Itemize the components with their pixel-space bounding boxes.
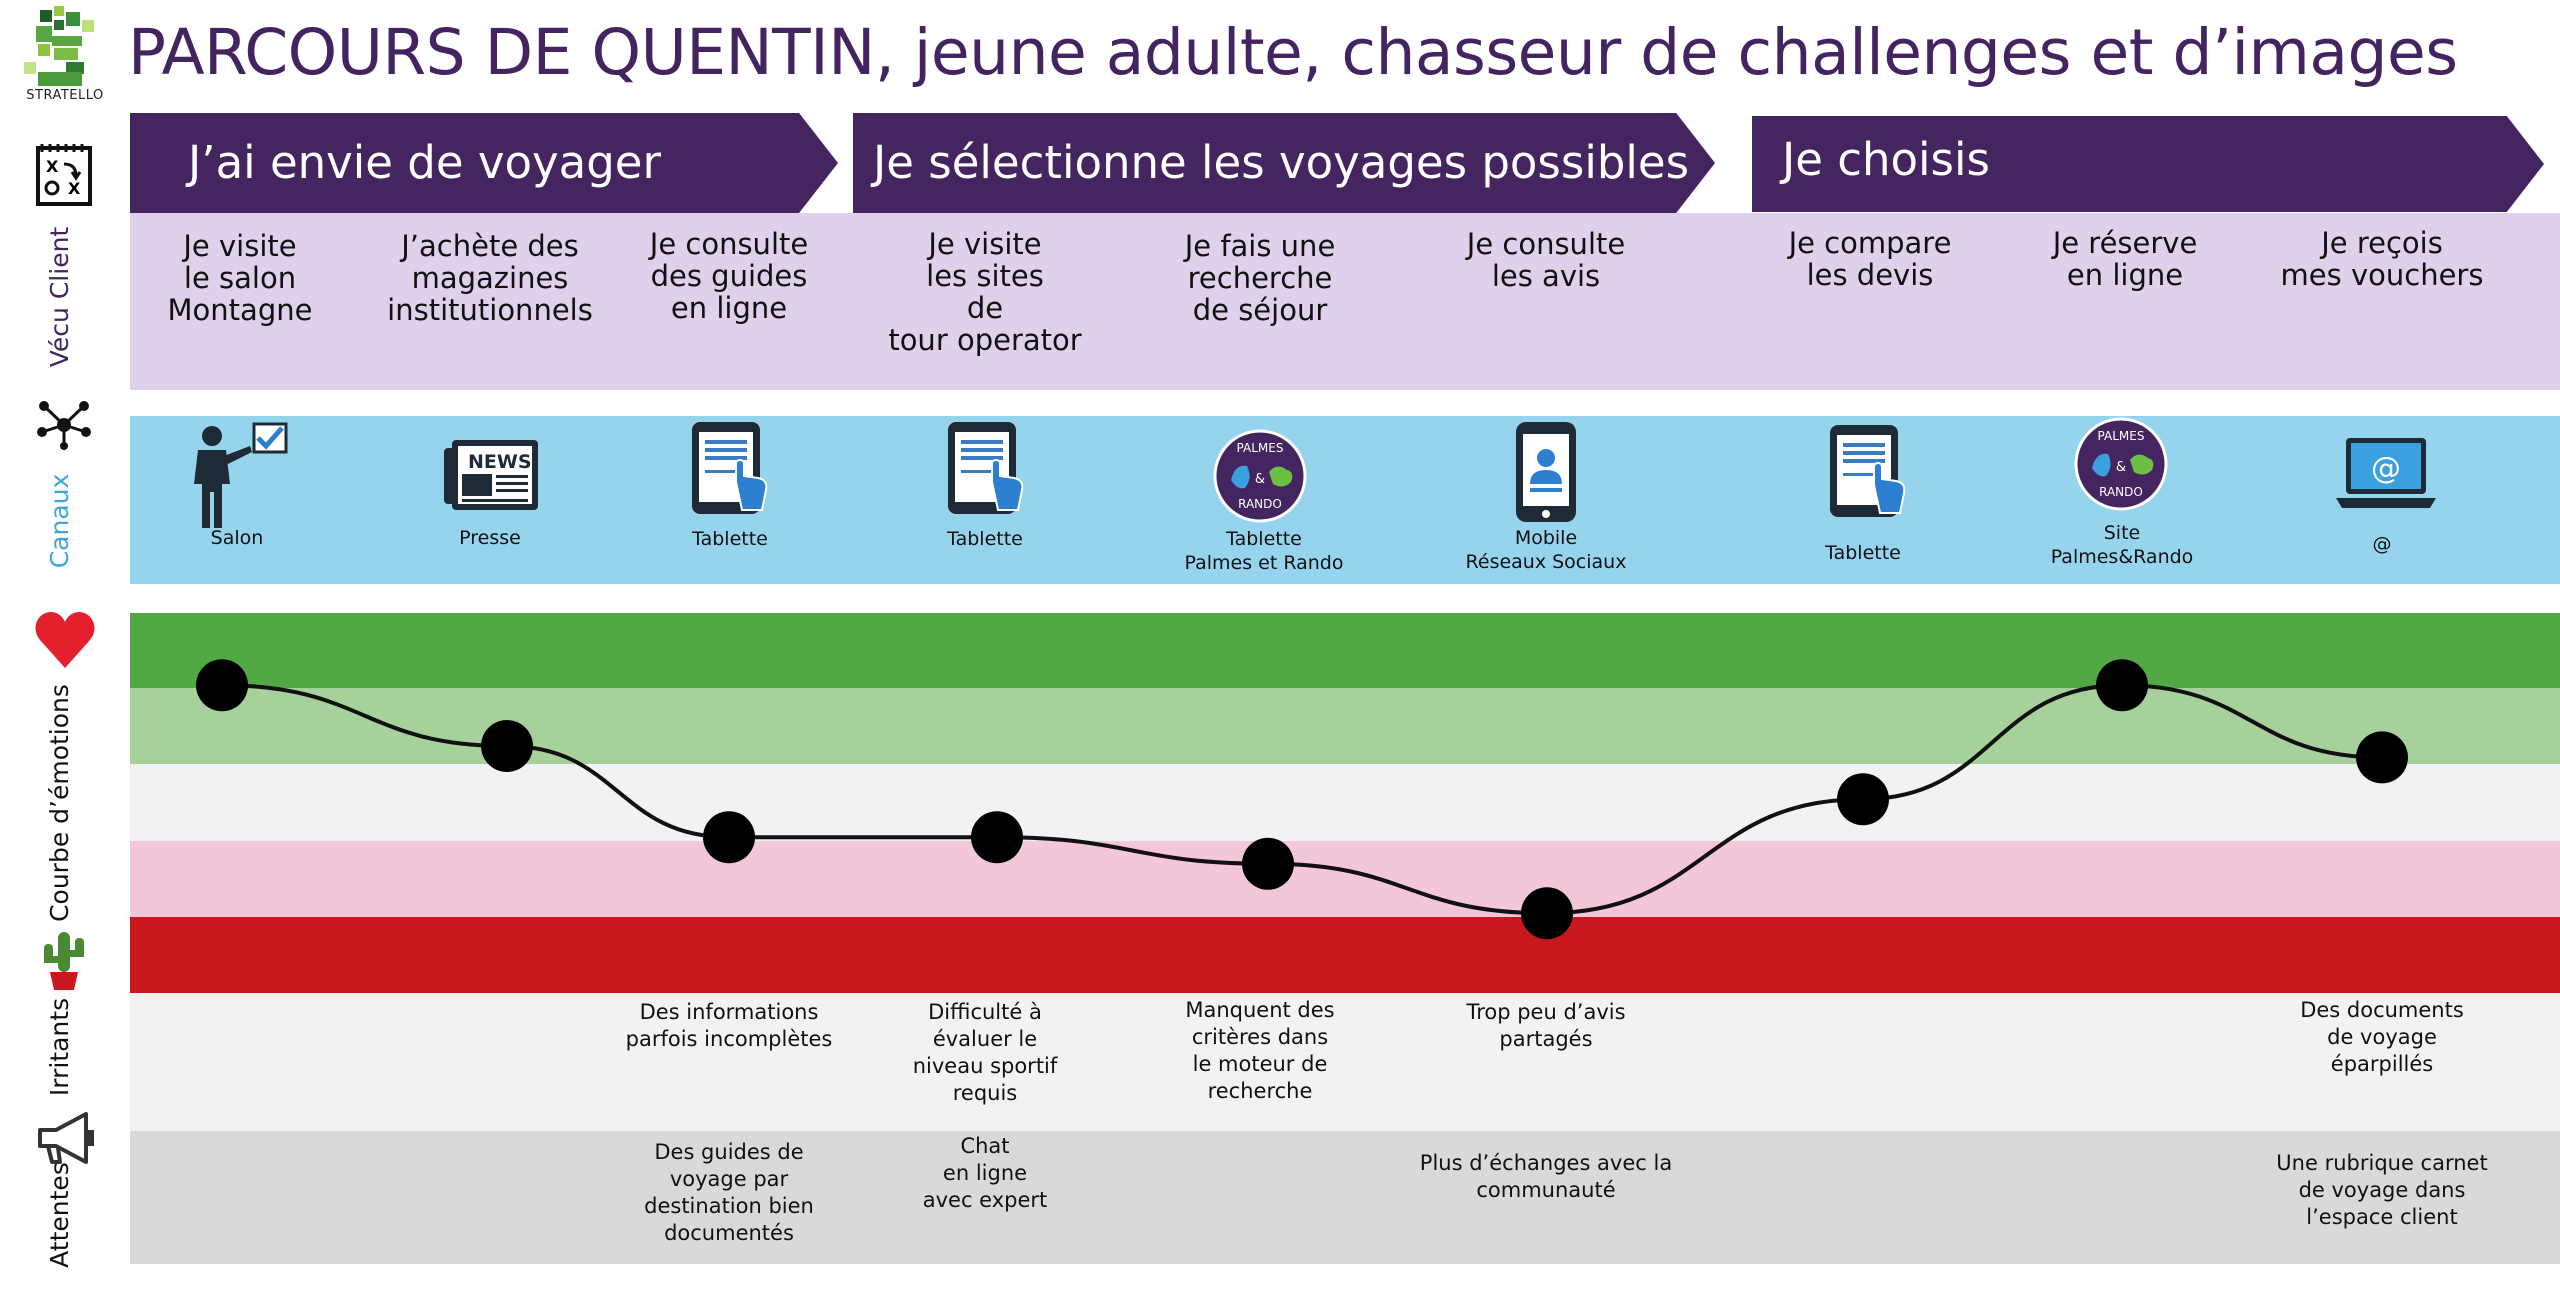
stage-label: Je sélectionne les voyages possibles [873, 136, 1690, 189]
emotion-point [1837, 773, 1889, 826]
channel-label: Tablette [947, 528, 1023, 550]
page-title: PARCOURS DE QUENTIN, jeune adulte, chass… [128, 16, 2458, 89]
tablet-icon [688, 420, 774, 528]
emotion-band-very-positive [130, 613, 2560, 688]
palmes-rando-logo: PALMES & RANDO [2074, 416, 2168, 516]
svg-text:&: & [1255, 472, 1265, 487]
emotion-point [2096, 659, 2148, 712]
logo-text: STRATELLO [26, 88, 104, 103]
svg-text:RANDO: RANDO [2099, 485, 2143, 499]
emotion-band-negative [130, 841, 2560, 917]
svg-text:&: & [2116, 460, 2126, 475]
heart-icon [35, 612, 95, 668]
emotion-point [971, 811, 1023, 864]
svg-text:X: X [68, 179, 81, 198]
channel-label: @ [2372, 533, 2392, 555]
emotion-point [1242, 837, 1294, 890]
emotion-point [703, 811, 755, 864]
svg-text:RANDO: RANDO [1238, 497, 1282, 511]
emotion-curve [196, 659, 2408, 940]
channel-label: Tablette [1825, 542, 1901, 564]
attentes-band [130, 1131, 2560, 1264]
stage-label: Je choisis [1782, 133, 1990, 186]
svg-text:NEWS: NEWS [468, 451, 532, 473]
channel-label: Salon [210, 527, 264, 549]
emotion-band-very-negative [130, 917, 2560, 993]
emotion-point [2356, 731, 2408, 784]
emotion-curve-line [221, 683, 2383, 916]
svg-text:PALMES: PALMES [1237, 441, 1284, 455]
stage-label: J’ai envie de voyager [188, 136, 661, 189]
svg-text:PALMES: PALMES [2098, 429, 2145, 443]
emotion-band-positive [130, 688, 2560, 764]
emotion-point [481, 720, 533, 772]
laptop-icon: @ [2334, 436, 2438, 516]
vecu-client-band [130, 213, 2560, 390]
channel-label: Tablette [692, 528, 768, 550]
emotion-point [196, 659, 248, 712]
cactus-icon [44, 932, 84, 990]
irritants-band [130, 993, 2560, 1131]
network-icon [37, 401, 91, 450]
stage-envie: J’ai envie de voyager [130, 113, 838, 213]
svg-text:@: @ [2371, 451, 2401, 486]
stage-choisis: Je choisis [1752, 116, 2544, 212]
presenter-icon [184, 420, 294, 534]
newspaper-icon: NEWS [442, 438, 542, 518]
tablet-icon [1826, 423, 1912, 531]
stage-selection: Je sélectionne les voyages possibles [853, 113, 1715, 213]
strategy-board-icon: X X [36, 144, 92, 206]
channel-label: Presse [459, 527, 521, 549]
tablet-icon [944, 420, 1030, 528]
palmes-rando-logo: PALMES & RANDO [1213, 428, 1307, 528]
megaphone-icon [38, 1112, 94, 1164]
svg-text:X: X [46, 157, 59, 176]
emotion-point [1521, 887, 1573, 940]
stratello-logo [24, 6, 94, 86]
mobile-icon [1514, 420, 1578, 528]
emotion-band-neutral [130, 764, 2560, 841]
